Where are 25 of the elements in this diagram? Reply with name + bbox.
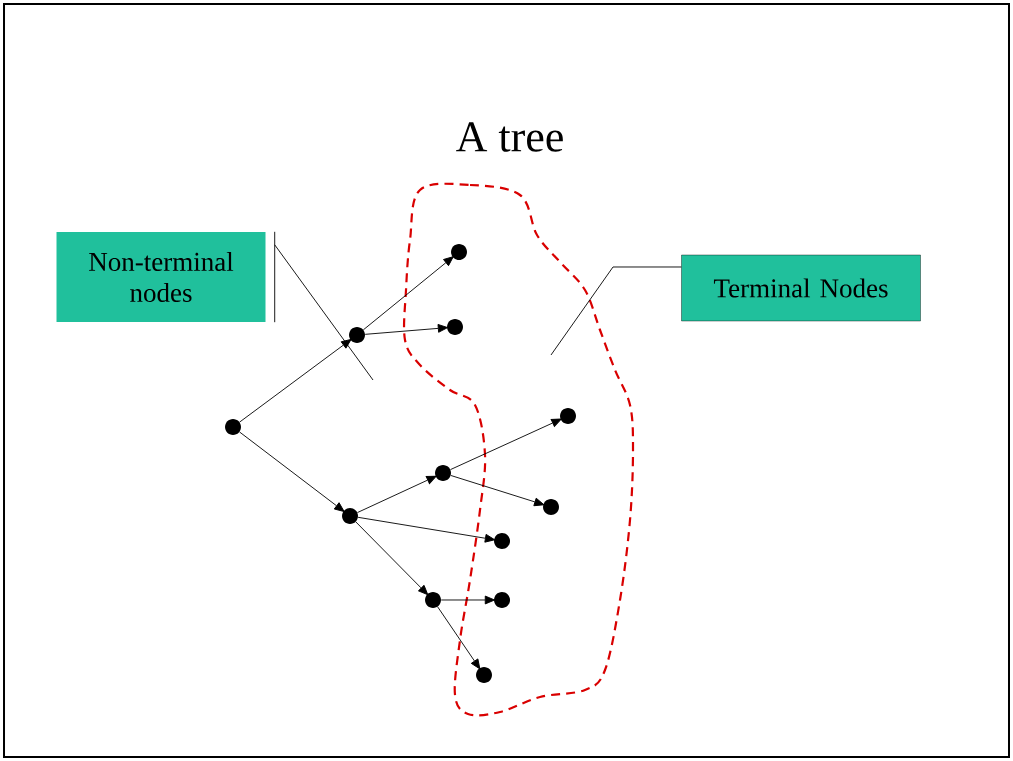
leader-line: [550, 266, 682, 356]
label-box: Terminal Nodes: [681, 254, 921, 322]
tree-node-dot: [476, 667, 492, 683]
title: A tree: [456, 122, 563, 152]
tree-node-dot: [342, 508, 358, 524]
arrow: [362, 256, 454, 331]
arrow: [450, 418, 562, 471]
arrow: [437, 606, 481, 670]
dashed-region: [402, 182, 635, 717]
tree-node-dot: [349, 327, 365, 343]
arrow: [357, 475, 437, 513]
leader-line: [274, 231, 374, 381]
label-box: Non-terminal nodes: [56, 232, 266, 322]
tree-node-dot: [560, 408, 576, 424]
arrow: [440, 595, 496, 605]
arrow: [450, 475, 545, 507]
arrow: [355, 521, 429, 596]
tree-node-dot: [451, 244, 467, 260]
arrow: [357, 516, 496, 543]
tree-node-dot: [435, 465, 451, 481]
arrow: [239, 431, 345, 512]
tree-node-dot: [425, 592, 441, 608]
arrow: [239, 338, 352, 423]
arrow: [364, 324, 449, 335]
tree-node-dot: [225, 419, 241, 435]
